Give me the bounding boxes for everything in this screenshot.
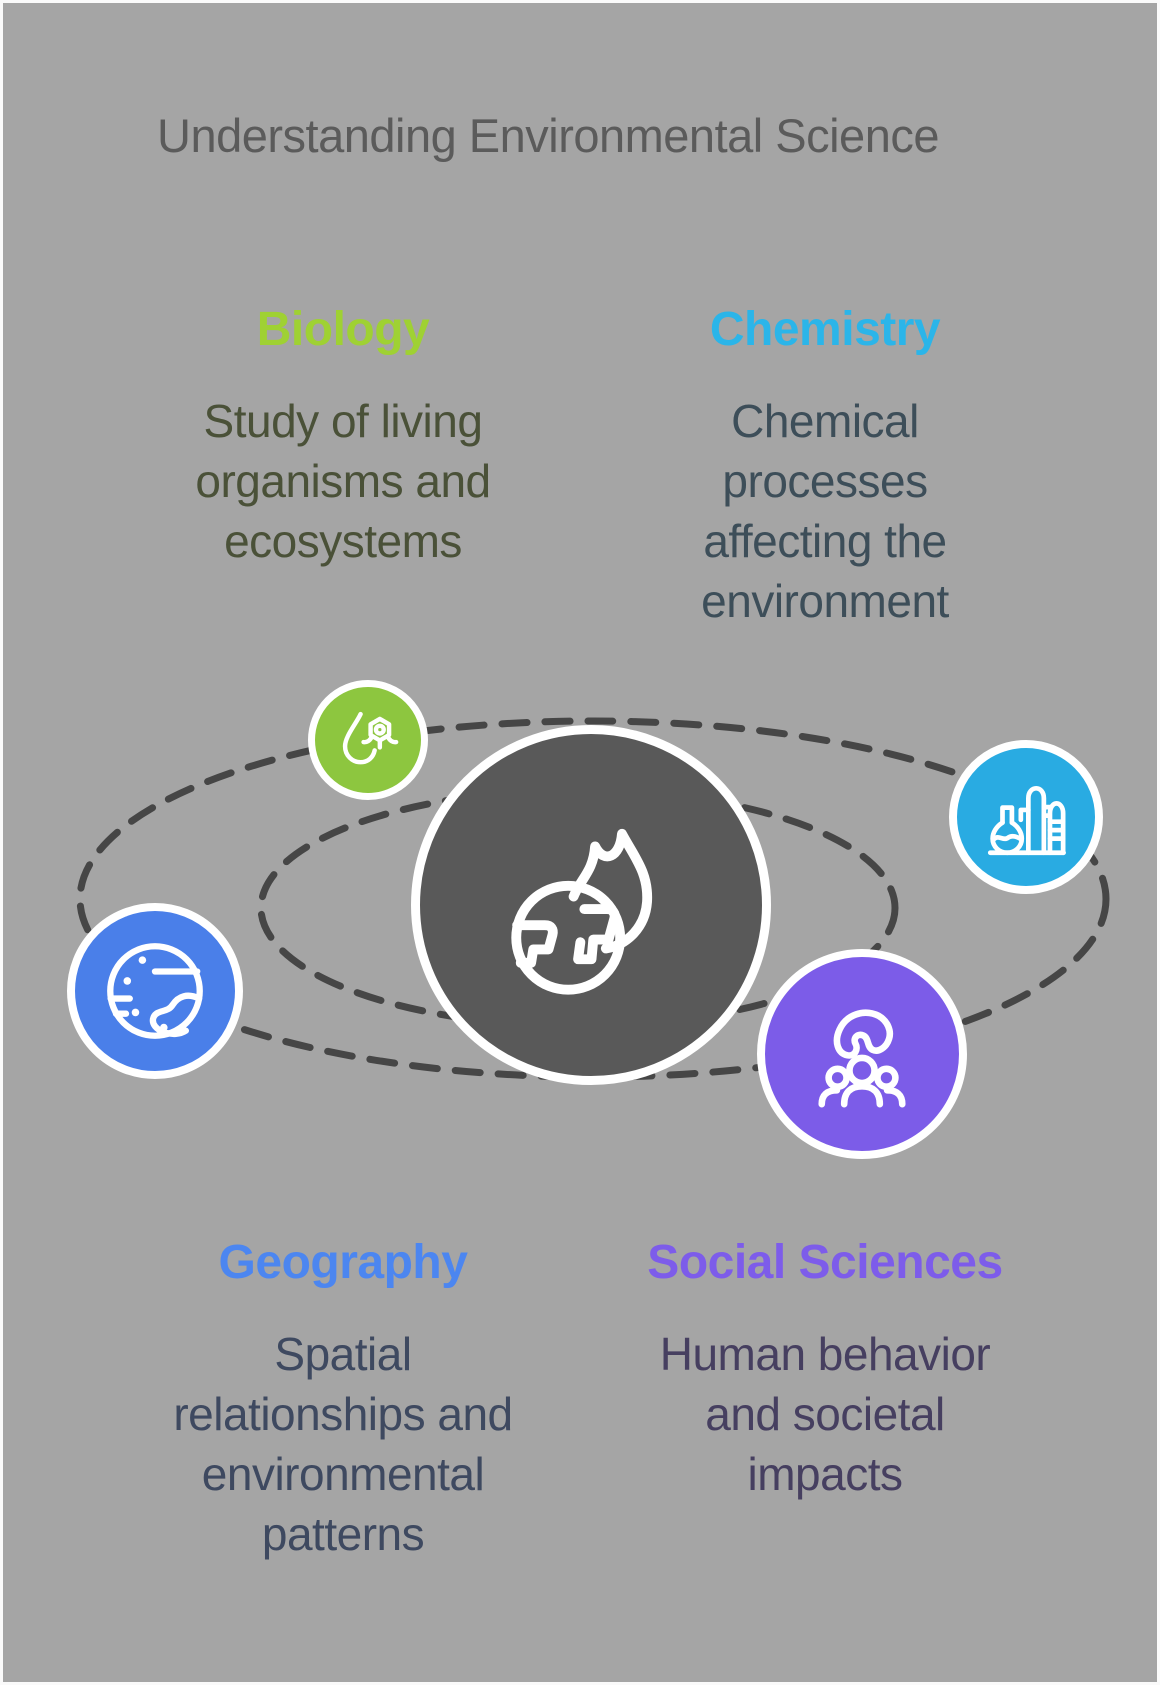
geography-circle (67, 903, 243, 1079)
chemistry-description: Chemical processes affecting the environ… (701, 395, 949, 627)
social-sciences-description: Human behavior and societal impacts (659, 1328, 991, 1500)
social-sciences-circle (757, 949, 967, 1159)
water-molecule-icon (342, 711, 399, 765)
section-social-sciences-text: Social Sciences Human behavior and socie… (600, 1234, 1050, 1504)
page-title: Understanding Environmental Science (157, 109, 939, 162)
chemistry-heading: Chemistry (709, 303, 941, 356)
geography-heading: Geography (218, 1236, 468, 1289)
chemistry-circle (949, 740, 1103, 894)
planet-icon (107, 943, 203, 1039)
biology-description: Study of living organisms and ecosystems (195, 395, 491, 567)
community-care-icon (818, 1009, 906, 1108)
section-chemistry-text: Chemistry Chemical processes affecting t… (600, 301, 1050, 631)
chemical-plant-icon (987, 785, 1066, 856)
biology-heading: Biology (256, 303, 430, 356)
burning-earth-icon (510, 828, 652, 995)
biology-circle (308, 680, 428, 800)
geography-description: Spatial relationships and environmental … (173, 1328, 513, 1560)
central-environment-circle (411, 725, 771, 1085)
social-sciences-heading: Social Sciences (647, 1236, 1003, 1289)
section-biology-text: Biology Study of living organisms and ec… (118, 301, 568, 571)
section-geography-text: Geography Spatial relationships and envi… (118, 1234, 568, 1564)
